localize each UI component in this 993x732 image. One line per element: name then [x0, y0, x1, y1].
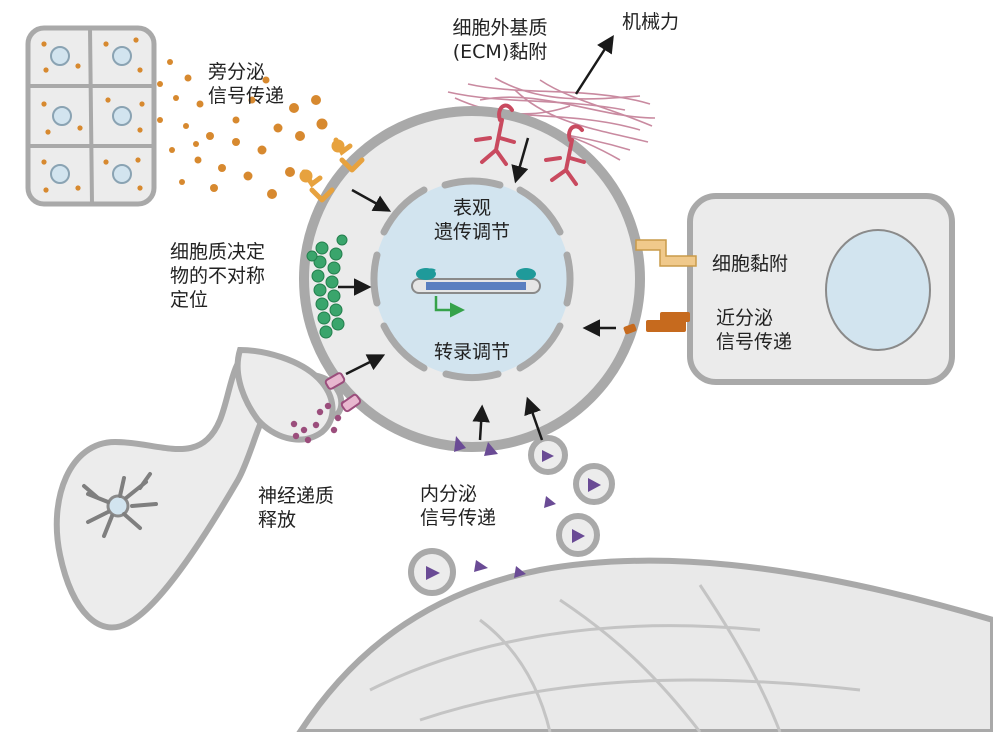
promoter-left [416, 268, 436, 280]
label-neurotransmitter-line1: 神经递质 [258, 485, 335, 507]
secretory-vesicle [573, 463, 615, 505]
label-endocrine-line2: 信号传递 [420, 507, 497, 529]
label-paracrine-line1: 旁分泌 [208, 61, 266, 83]
arrow-ecm [511, 137, 530, 184]
label-cytoplasmic: 细胞质决定 物的不对称 定位 [170, 240, 265, 312]
label-neurotransmitter-line2: 释放 [258, 509, 297, 531]
arrow-endocrine-2 [524, 396, 544, 441]
label-paracrine: 旁分泌 信号传递 [208, 60, 284, 108]
label-mechanical: 机械力 [622, 11, 680, 33]
neighbor-cell [687, 193, 955, 385]
label-ecm-line1: 细胞外基质 [452, 17, 548, 39]
arrow-mechanical [574, 35, 614, 95]
label-endocrine-line1: 内分泌 [420, 483, 478, 505]
label-cytoplasmic-line1: 细胞质决定 [170, 241, 266, 263]
membrane-bud [528, 435, 568, 475]
paracrine-signal-dots [157, 59, 328, 199]
promoter-right [516, 268, 536, 280]
cell-adhesion-junction [635, 239, 697, 267]
secretory-vesicle [408, 548, 456, 596]
dna-strand [411, 268, 541, 318]
label-cytoplasmic-line2: 物的不对称 [170, 265, 266, 287]
label-neurotransmitter: 神经递质 释放 [258, 484, 334, 532]
label-ecm-line2: (ECM)黏附 [452, 41, 548, 63]
label-epigenetic: 表观 遗传调节 [402, 196, 542, 244]
label-cytoplasmic-line3: 定位 [170, 289, 209, 311]
ecm-integrins [474, 103, 586, 186]
paracrine-cell-sheet [25, 25, 157, 207]
label-epigenetic-line1: 表观 [452, 197, 491, 219]
label-epigenetic-line2: 遗传调节 [433, 221, 510, 243]
arrow-endocrine-1 [472, 404, 490, 441]
label-paracrine-line2: 信号传递 [208, 85, 285, 107]
paracrine-receptors [299, 137, 365, 203]
arrow-neurotransmitter [345, 354, 386, 376]
neuron [53, 346, 348, 631]
neurotransmitter-receptors [324, 372, 362, 413]
label-juxtacrine: 近分泌 信号传递 [716, 306, 792, 354]
arrow-paracrine [351, 188, 392, 212]
label-juxtacrine-line1: 近分泌 [716, 307, 774, 329]
label-transcription: 转录调节 [433, 341, 510, 363]
secretory-vesicle [556, 513, 600, 557]
juxtacrine-ligand [623, 312, 690, 335]
cytoplasmic-determinants [306, 234, 348, 339]
signal-arrows [338, 35, 616, 441]
label-ecm: 细胞外基质 (ECM)黏附 [430, 16, 570, 64]
label-endocrine: 内分泌 信号传递 [420, 482, 496, 530]
label-juxtacrine-line2: 信号传递 [716, 331, 793, 353]
label-cell-adhesion: 细胞黏附 [712, 253, 789, 275]
transcription-start-arrow [434, 296, 465, 318]
endocrine-tissue [296, 463, 993, 732]
